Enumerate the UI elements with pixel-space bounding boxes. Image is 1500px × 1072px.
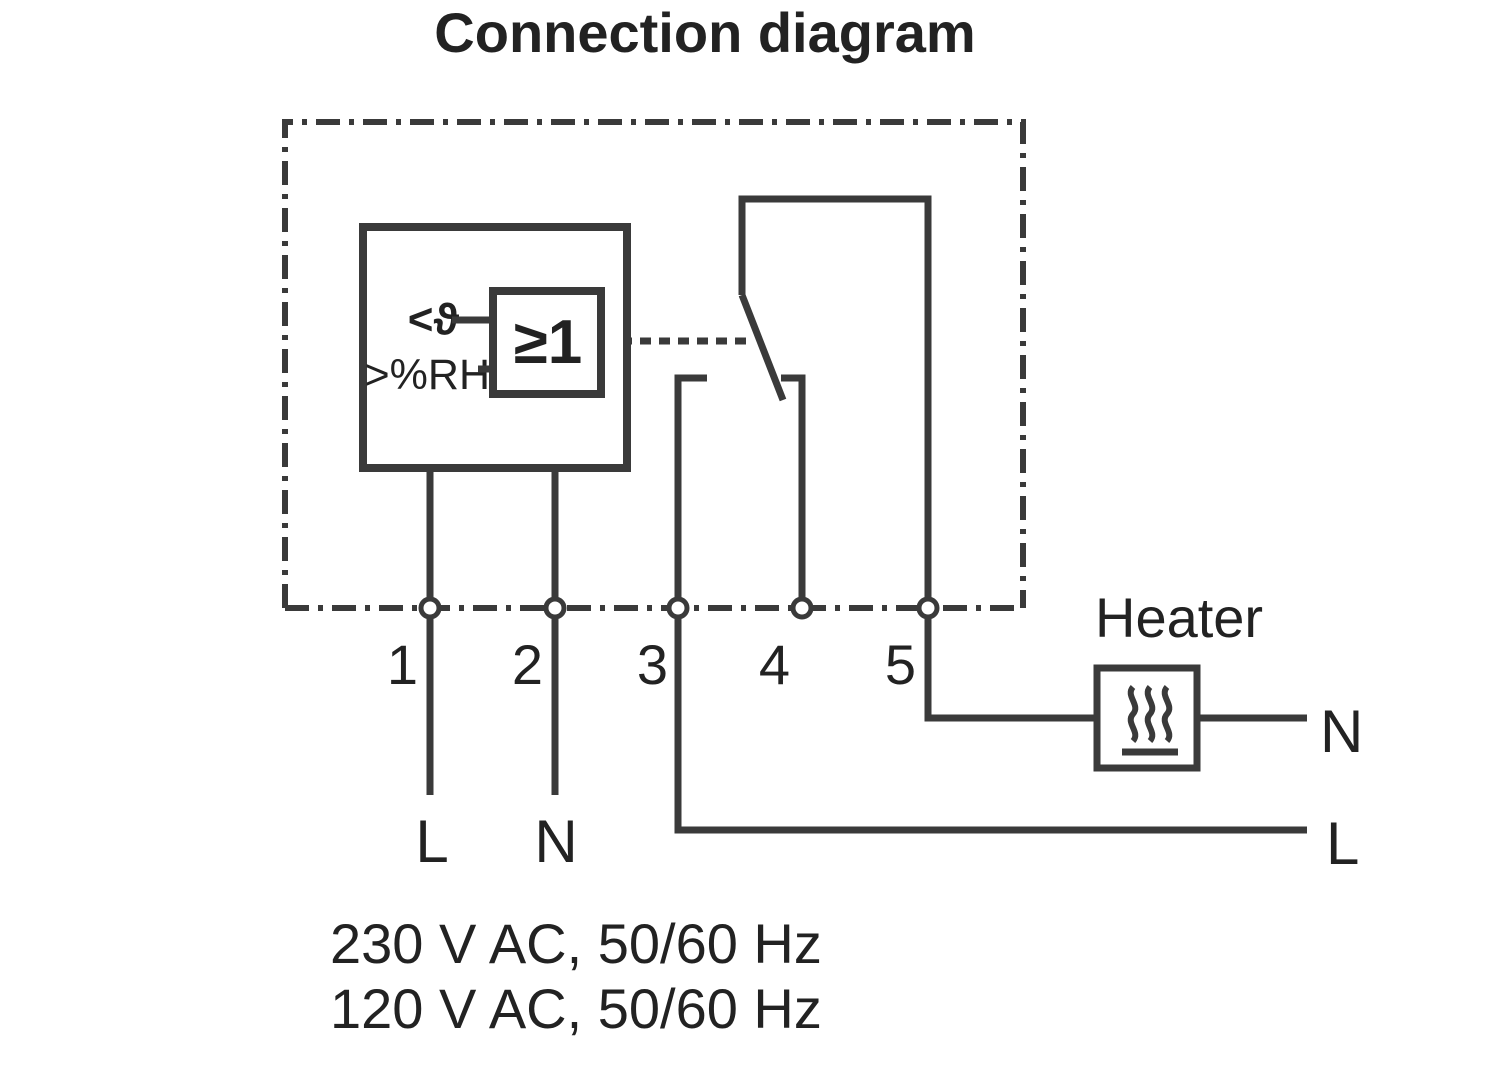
heat-wave-3 — [1161, 685, 1173, 743]
heater-label: Heater — [1095, 586, 1263, 649]
rating-line-1: 230 V AC, 50/60 Hz — [330, 912, 822, 975]
terminal-2-label: 2 — [512, 633, 543, 696]
relay-common-wire — [738, 195, 932, 608]
device-enclosure-border — [282, 119, 1026, 608]
terminal-1 — [418, 596, 442, 620]
terminal-5 — [916, 596, 940, 620]
page-title: Connection diagram — [434, 1, 975, 64]
relay-blade — [738, 293, 787, 402]
line-label-right: L — [1326, 810, 1359, 877]
heat-wave-2 — [1144, 685, 1156, 743]
neutral-label-left: N — [534, 808, 577, 875]
or-gate-label: ≥1 — [514, 308, 583, 377]
line-label-left: L — [415, 808, 448, 875]
temp-threshold-label: <ϑ — [408, 295, 460, 344]
rating-line-2: 120 V AC, 50/60 Hz — [330, 977, 822, 1040]
relay-contact4-wire — [781, 374, 806, 608]
terminal-1-label: 1 — [387, 633, 418, 696]
heat-waves-icon — [1122, 685, 1178, 756]
terminal-3 — [666, 596, 690, 620]
humidity-threshold-label: >%RH — [365, 351, 490, 399]
neutral-label-right: N — [1320, 698, 1363, 765]
heat-wave-1 — [1127, 685, 1139, 743]
line-supply-wire — [674, 608, 1307, 834]
terminal-3-label: 3 — [637, 633, 668, 696]
terminal-2 — [543, 596, 567, 620]
terminal-4 — [790, 596, 814, 620]
relay-contact3-wire — [674, 374, 707, 608]
terminal5-heater-wire — [924, 608, 1097, 722]
or-gate-box — [489, 287, 605, 398]
terminal-4-label: 4 — [759, 633, 790, 696]
terminal-5-label: 5 — [885, 633, 916, 696]
